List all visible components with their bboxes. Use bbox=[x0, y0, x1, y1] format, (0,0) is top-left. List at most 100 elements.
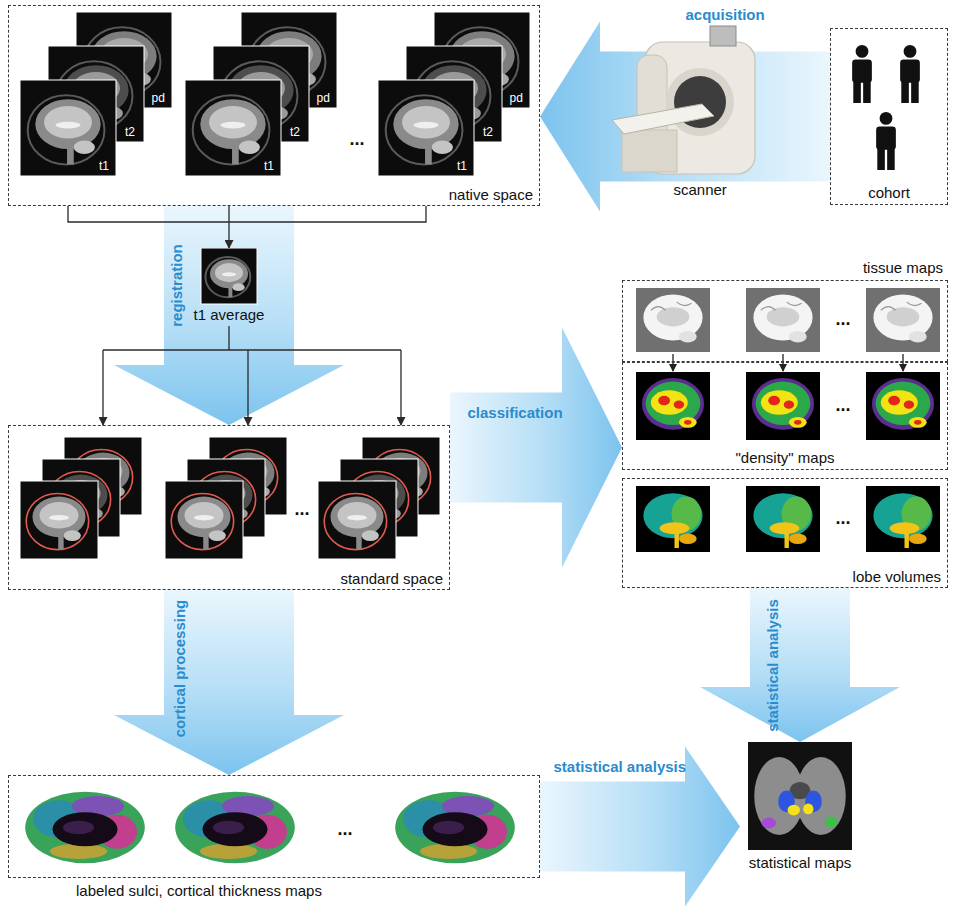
brainstem bbox=[904, 532, 908, 548]
map-ground bbox=[636, 288, 710, 352]
mri-slice bbox=[185, 80, 281, 176]
frontal-lobe bbox=[873, 493, 932, 538]
connector-line bbox=[228, 326, 229, 350]
stat-blob bbox=[825, 817, 837, 828]
image-tag: pd bbox=[317, 92, 330, 105]
slice-ground bbox=[165, 481, 243, 559]
bore-rim bbox=[666, 68, 734, 136]
brainstem bbox=[784, 532, 788, 548]
device-label: scanner bbox=[674, 182, 727, 199]
cortex-surface bbox=[25, 792, 145, 863]
flow-arrow bbox=[540, 747, 740, 907]
medial-wall bbox=[53, 812, 118, 846]
corpus-callosum bbox=[194, 515, 214, 520]
cerebellum bbox=[432, 140, 453, 153]
flow-label: classification bbox=[468, 404, 563, 421]
brainstem bbox=[58, 531, 63, 550]
person-leg bbox=[863, 80, 871, 103]
sulcus-line bbox=[881, 302, 922, 310]
image-tag: pd bbox=[152, 92, 165, 105]
sulcus-line bbox=[761, 302, 802, 310]
person-leg bbox=[901, 80, 909, 103]
cerebellum bbox=[909, 331, 927, 343]
person-body bbox=[900, 60, 920, 83]
image-tag: t2 bbox=[125, 126, 135, 139]
node-label: labeled sulci, cortical thickness maps bbox=[76, 882, 322, 899]
flow-arrow bbox=[700, 588, 900, 742]
node-label: native space bbox=[449, 186, 533, 203]
node-label: lobe volumes bbox=[853, 568, 941, 585]
medial-wall bbox=[433, 821, 464, 835]
cerebellum bbox=[74, 140, 95, 153]
stat-blob bbox=[803, 804, 813, 815]
node-picture bbox=[740, 742, 860, 904]
brainstem bbox=[228, 284, 232, 297]
mri-slice bbox=[20, 80, 116, 176]
white-matter bbox=[40, 502, 79, 529]
density-map bbox=[636, 372, 710, 440]
medial-wall bbox=[213, 821, 244, 835]
slice-ground bbox=[201, 248, 257, 304]
group-frame: cohort bbox=[830, 28, 948, 205]
cerebellum bbox=[789, 417, 807, 428]
mri-slice bbox=[165, 481, 243, 559]
brainstem bbox=[203, 531, 208, 550]
map-ground bbox=[746, 486, 820, 552]
person-head bbox=[880, 112, 893, 125]
white-matter bbox=[209, 106, 257, 139]
brainstem bbox=[425, 141, 432, 164]
node-label: standard space bbox=[340, 570, 443, 587]
map-ground bbox=[866, 288, 940, 352]
person-head bbox=[904, 45, 917, 58]
cortex-region bbox=[50, 844, 107, 859]
display bbox=[710, 26, 736, 46]
ellipsis: ... bbox=[350, 130, 365, 150]
connector-line bbox=[103, 349, 401, 350]
person-leg bbox=[877, 147, 885, 170]
flow-arrow bbox=[114, 206, 344, 425]
tissue-map bbox=[866, 288, 940, 352]
flow-arrow bbox=[114, 590, 344, 775]
connector-line bbox=[247, 350, 248, 425]
flow-label: acquisition bbox=[686, 6, 765, 23]
connector-line bbox=[228, 206, 229, 248]
frontal-lobe bbox=[643, 493, 702, 538]
slice-ground bbox=[20, 80, 116, 176]
density-map bbox=[866, 372, 940, 440]
brainstem bbox=[674, 532, 678, 548]
connector-line bbox=[102, 350, 103, 425]
cerebellum bbox=[789, 331, 807, 343]
corpus-callosum bbox=[414, 122, 439, 129]
density-rim bbox=[642, 378, 704, 430]
white-matter bbox=[402, 106, 450, 139]
slice-ground bbox=[185, 80, 281, 176]
group-frame: standard space bbox=[8, 425, 450, 590]
white-matter bbox=[338, 502, 377, 529]
image-node: t1 average bbox=[189, 248, 269, 326]
stat-blob bbox=[788, 805, 800, 816]
density-peak bbox=[768, 396, 780, 406]
flow-arrow-shape bbox=[540, 747, 740, 907]
node-label: t1 average bbox=[189, 306, 269, 323]
cerebellum bbox=[362, 530, 379, 541]
image-tag: pd bbox=[510, 92, 523, 105]
cortex-region bbox=[420, 844, 477, 859]
cerebellum bbox=[909, 534, 927, 545]
image-tag: t2 bbox=[290, 126, 300, 139]
cerebellum bbox=[679, 534, 697, 545]
white-matter bbox=[767, 307, 800, 326]
person-leg bbox=[853, 80, 861, 103]
map-ground bbox=[746, 288, 820, 352]
ellipsis: ... bbox=[338, 820, 353, 840]
connector-line bbox=[68, 206, 426, 222]
group-frame: lobe volumes bbox=[622, 478, 948, 588]
connector bbox=[103, 326, 401, 425]
node-label: cohort bbox=[831, 184, 947, 201]
cortex-surface bbox=[175, 792, 295, 863]
density-peak bbox=[684, 420, 691, 425]
skull-outline bbox=[171, 493, 233, 549]
skull-outline bbox=[26, 493, 88, 549]
density-peak bbox=[674, 401, 684, 409]
map-ground bbox=[636, 486, 710, 552]
group-frame: native space bbox=[8, 5, 540, 206]
